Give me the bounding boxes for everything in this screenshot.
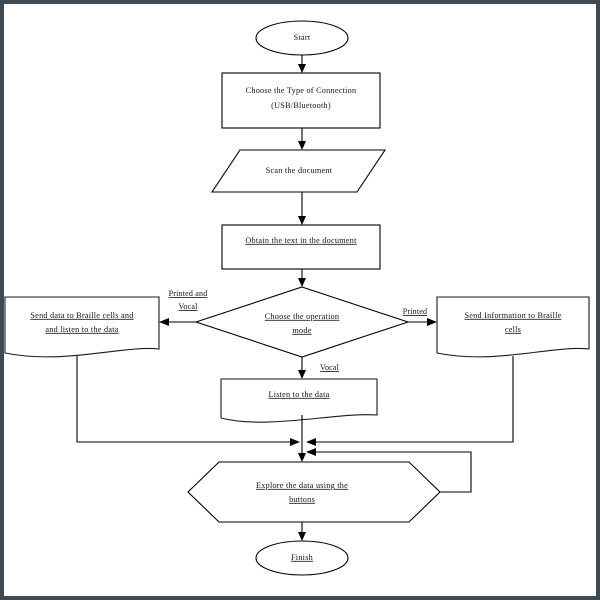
edge-decision-to-listen: Vocal xyxy=(298,357,340,379)
edge-left-to-merge xyxy=(76,356,300,446)
left-to-merge-path xyxy=(76,356,292,443)
send-info-braille-label-line2: cells xyxy=(505,325,521,334)
edge-explore-to-finish xyxy=(298,522,306,541)
start-to-connection-arrowhead xyxy=(298,64,306,73)
edge-decision-to-right: Printed xyxy=(403,307,437,326)
right-to-merge-path xyxy=(314,356,514,443)
node-send-info-braille: Send Information to Braille cells xyxy=(436,296,590,358)
node-obtain-text: Obtain the text in the document xyxy=(221,224,381,270)
send-braille-and-listen-label-line2: and listen to the data xyxy=(45,325,118,334)
obtain-to-decision-arrowhead xyxy=(298,278,306,287)
obtain-text-label: Obtain the text in the document xyxy=(245,236,357,245)
left-to-merge-arrowhead xyxy=(290,438,300,446)
edge-scan-to-obtain xyxy=(298,192,306,225)
obtain-text-rect xyxy=(221,224,381,270)
edge-obtain-to-decision xyxy=(298,269,306,287)
node-listen-data: Listen to the data xyxy=(220,378,378,423)
decision-to-right-label: Printed xyxy=(403,307,428,316)
choose-connection-label-line1: Choose the Type of Connection xyxy=(246,86,357,95)
merge-to-explore-arrowhead xyxy=(298,453,306,462)
listen-data-label: Listen to the data xyxy=(268,390,329,399)
finish-label: Finish xyxy=(291,553,313,562)
scan-to-obtain-arrowhead xyxy=(298,216,306,225)
node-choose-connection: Choose the Type of Connection (USB/Bluet… xyxy=(221,72,381,129)
choose-mode-diamond xyxy=(194,286,410,358)
send-info-braille-document xyxy=(436,296,590,358)
choose-connection-label-line2: (USB/Bluetooth) xyxy=(271,101,331,110)
scan-document-label: Scan the document xyxy=(266,166,333,175)
explore-data-label-line1: Explore the data using the xyxy=(256,481,348,490)
explore-feedback-arrowhead xyxy=(306,448,316,456)
node-finish: Finish xyxy=(255,540,349,576)
decision-to-listen-arrowhead xyxy=(298,370,306,379)
explore-data-hexagon xyxy=(187,461,441,523)
decision-to-left-label-line2: Vocal xyxy=(178,302,198,311)
scan-document-parallelogram xyxy=(210,149,387,193)
send-info-braille-label-line1: Send Information to Braille xyxy=(464,311,561,320)
listen-data-document xyxy=(220,378,378,423)
edge-decision-to-left: Printed and Vocal xyxy=(159,289,207,326)
choose-mode-label-line1: Choose the operation xyxy=(265,312,340,321)
explore-feedback-path xyxy=(314,451,472,493)
send-braille-and-listen-document xyxy=(4,296,160,358)
flowchart-canvas: Start Choose the Type of Connection (USB… xyxy=(4,20,590,576)
explore-data-label-line2: buttons xyxy=(289,495,315,504)
right-to-merge-arrowhead xyxy=(306,438,316,446)
node-send-braille-and-listen: Send data to Braille cells and and liste… xyxy=(4,296,160,358)
edge-connection-to-scan xyxy=(298,128,306,150)
edge-merge-to-explore xyxy=(298,452,306,462)
decision-to-right-arrowhead xyxy=(427,318,437,326)
send-braille-and-listen-label-line1: Send data to Braille cells and xyxy=(30,311,133,320)
edge-explore-feedback-loop xyxy=(306,448,472,493)
decision-to-left-label-line1: Printed and xyxy=(169,289,208,298)
explore-to-finish-arrowhead xyxy=(298,532,306,541)
choose-mode-label-line2: mode xyxy=(292,326,311,335)
start-label: Start xyxy=(294,33,311,42)
connection-to-scan-arrowhead xyxy=(298,141,306,150)
node-choose-mode: Choose the operation mode xyxy=(194,286,410,358)
node-start: Start xyxy=(255,20,349,56)
node-explore-data: Explore the data using the buttons xyxy=(187,461,441,523)
decision-to-listen-label: Vocal xyxy=(320,363,340,372)
edge-start-to-connection xyxy=(298,55,306,73)
choose-connection-rect xyxy=(221,72,381,129)
node-scan-document: Scan the document xyxy=(210,149,387,193)
edge-right-to-merge xyxy=(306,356,514,446)
decision-to-left-arrowhead xyxy=(159,318,169,326)
